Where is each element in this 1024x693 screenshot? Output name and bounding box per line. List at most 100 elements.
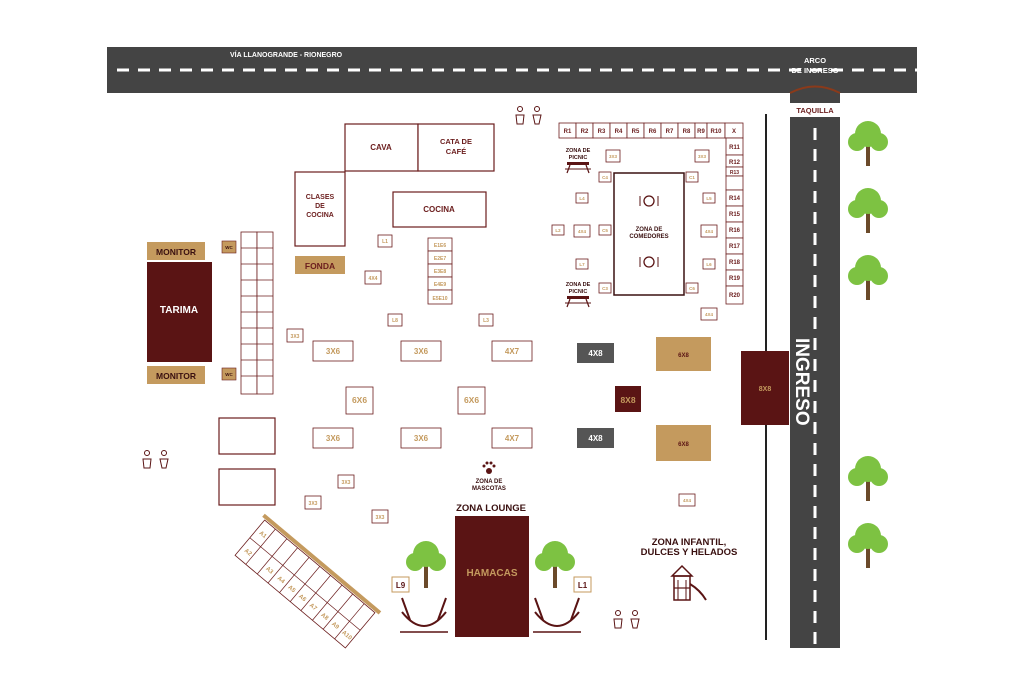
stand-r3[interactable]: R3 (592, 122, 611, 139)
small-stand-3x3-a[interactable]: 3X3 (286, 328, 304, 343)
stand-r8[interactable]: R8 (677, 122, 696, 139)
svg-text:6X6: 6X6 (464, 395, 479, 405)
stand-e4[interactable]: E4E9 (427, 276, 453, 291)
small-stand-c5[interactable]: C5 (598, 224, 612, 236)
stand-r19[interactable]: R19 (725, 269, 744, 287)
stand-6x6-a[interactable]: 6X6 (345, 386, 374, 415)
svg-text:R3: R3 (598, 129, 606, 135)
stand-6x8-b[interactable]: 6X8 (656, 425, 711, 461)
small-stand-4x4-e[interactable]: 4X4 (678, 493, 696, 507)
hammock-stand-l9[interactable]: L9 (391, 576, 410, 593)
small-stand-l1[interactable]: L1 (377, 234, 393, 248)
svg-text:3X6: 3X6 (326, 434, 341, 443)
stand-3x6-c[interactable]: 3X6 (312, 427, 354, 449)
paw-icon (482, 461, 496, 474)
svg-text:R4: R4 (615, 129, 623, 135)
small-stand-3x3-picnic-a[interactable]: 3X3 (605, 149, 621, 163)
svg-text:L9: L9 (396, 581, 406, 590)
stand-e2[interactable]: E2E7 (427, 250, 453, 265)
small-stand-l7[interactable]: L7 (575, 258, 589, 270)
coffee-tasting-building[interactable]: CATA DE CAFÉ (417, 123, 495, 172)
stand-3x6-a[interactable]: 3X6 (312, 340, 354, 362)
stand-r6[interactable]: R6 (643, 122, 662, 139)
stand-4x8-b[interactable]: 4X8 (577, 428, 614, 448)
empty-stand-2[interactable] (218, 468, 276, 506)
stand-r4[interactable]: R4 (609, 122, 628, 139)
small-stand-4x4-d[interactable]: 4X4 (700, 307, 718, 321)
svg-text:A3: A3 (264, 566, 274, 576)
stand-r20[interactable]: R20 (725, 285, 744, 305)
cooking-classes-building[interactable]: CLASES DE COCINA (294, 171, 346, 247)
stand-3x6-b[interactable]: 3X6 (400, 340, 442, 362)
stand-8x8-large[interactable]: 8X8 (741, 351, 789, 425)
stage-tarima[interactable]: TARIMA (147, 262, 212, 362)
ticket-office-label: TAQUILLA (796, 106, 834, 115)
cava-building[interactable]: CAVA (344, 123, 419, 172)
stand-blank-column[interactable] (725, 175, 744, 191)
monitor-top-label: MONITOR (156, 247, 196, 257)
small-stand-l2[interactable]: L2 (551, 224, 565, 236)
small-stand-3x3-b[interactable]: 3X3 (337, 474, 355, 489)
stand-4x8-a[interactable]: 4X8 (577, 343, 614, 363)
small-stand-3x3-c[interactable]: 3X3 (304, 495, 322, 510)
stand-x[interactable]: X (724, 122, 744, 139)
small-stand-c6[interactable]: C6 (685, 282, 699, 294)
wc-bottom[interactable]: WC (221, 367, 237, 381)
stand-8x8-small[interactable]: 8X8 (615, 386, 641, 412)
stand-r15[interactable]: R15 (725, 205, 744, 223)
kids-zone[interactable]: ZONA INFANTIL, DULCES Y HELADOS (641, 537, 738, 601)
stand-e1[interactable]: E1E6 (427, 237, 453, 252)
stand-r14[interactable]: R14 (725, 189, 744, 207)
stand-r9[interactable]: R9 (694, 122, 708, 139)
stand-4x7-a[interactable]: 4X7 (491, 340, 533, 362)
small-stand-3x3-picnic-b[interactable]: 3X3 (694, 149, 710, 163)
wc-top[interactable]: WC (221, 240, 237, 254)
empty-stand-1[interactable] (218, 417, 276, 455)
small-stand-c4[interactable]: C4 (598, 171, 612, 183)
small-stand-c1[interactable]: C1 (685, 171, 699, 183)
svg-text:C5: C5 (602, 228, 608, 233)
angled-stands-block[interactable]: A1 A2 A3 A4 A5 A6 A7 A8 A9 A10 (232, 513, 382, 651)
stand-r16[interactable]: R16 (725, 221, 744, 239)
kitchen-building[interactable]: COCINA (392, 191, 487, 228)
stand-r5[interactable]: R5 (626, 122, 645, 139)
monitor-top[interactable]: MONITOR (147, 242, 205, 260)
fonda-stand[interactable]: FONDA (295, 256, 345, 274)
stand-r18[interactable]: R18 (725, 253, 744, 271)
small-stand-4x4-b[interactable]: 4X4 (573, 224, 591, 238)
small-stand-l4[interactable]: L4 (575, 192, 589, 204)
stand-r12[interactable]: R12 (725, 154, 744, 168)
small-stand-4x4-c[interactable]: 4X4 (700, 224, 718, 238)
stand-3x6-d[interactable]: 3X6 (400, 427, 442, 449)
dining-zone[interactable]: ZONA DE COMEDORES (613, 172, 685, 296)
small-stand-3x3-d[interactable]: 3X3 (371, 509, 389, 524)
stand-e5[interactable]: E5E10 (427, 289, 453, 305)
small-stand-l8[interactable]: L8 (387, 313, 403, 327)
stand-e3[interactable]: E3E8 (427, 263, 453, 278)
small-stand-l3[interactable]: L3 (478, 313, 494, 327)
hammock-stand-l1[interactable]: L1 (573, 576, 592, 593)
stand-4x7-b[interactable]: 4X7 (491, 427, 533, 449)
stand-r1[interactable]: R1 (558, 122, 577, 139)
picnic-zone-top[interactable]: ZONA DE PICNIC (565, 148, 591, 174)
monitor-bottom[interactable]: MONITOR (147, 366, 205, 384)
small-stand-l5[interactable]: L5 (702, 192, 716, 204)
stand-r11[interactable]: R11 (725, 137, 744, 156)
stand-6x6-b[interactable]: 6X6 (457, 386, 486, 415)
pet-zone[interactable]: ZONA DE MASCOTAS (472, 461, 506, 493)
small-stand-c3[interactable]: C3 (598, 282, 612, 294)
tree-icon (848, 255, 888, 300)
stand-r10[interactable]: R10 (706, 122, 726, 139)
small-stand-l6[interactable]: L6 (702, 258, 716, 270)
small-stand-4x4-left[interactable]: 4X4 (364, 270, 382, 285)
stand-r13[interactable]: R13 (725, 166, 744, 177)
stand-r17[interactable]: R17 (725, 237, 744, 255)
svg-text:A1: A1 (258, 530, 268, 540)
hammocks-area[interactable]: HAMACAS (455, 516, 529, 637)
entrance-road: INGRESO (790, 93, 840, 648)
svg-text:8X8: 8X8 (620, 395, 635, 405)
stand-r7[interactable]: R7 (660, 122, 679, 139)
stand-r2[interactable]: R2 (575, 122, 594, 139)
stand-6x8-a[interactable]: 6X8 (656, 337, 711, 371)
picnic-zone-bottom[interactable]: ZONA DE PICNIC (565, 282, 591, 308)
